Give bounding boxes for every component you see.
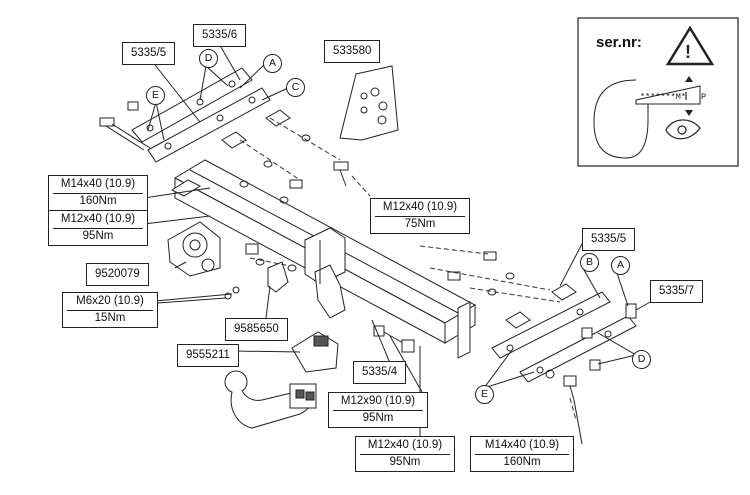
part-label-9520079: 9520079 (86, 263, 149, 286)
bolt-spec: M6x20 (10.9) (76, 295, 144, 307)
bolt-spec: M14x40 (10.9) (484, 439, 560, 451)
svg-text:!: ! (685, 42, 691, 62)
small-bracket (267, 261, 289, 293)
bolt-torque: 95Nm (333, 410, 423, 425)
bolt-spec: M12x90 (10.9) (340, 395, 416, 407)
part-label-9555211: 9555211 (177, 344, 239, 367)
part-label-5335-5-top: 5335/5 (122, 42, 176, 65)
bolt-torque: 95Nm (360, 454, 450, 469)
callout-d-right: D (632, 350, 651, 369)
callout-a-top: A (263, 54, 282, 73)
bolt-torque: 160Nm (475, 454, 569, 469)
callout-d-top: D (199, 49, 218, 68)
bolt-torque: 160Nm (53, 193, 143, 208)
serial-code-text: *******M* P (640, 92, 706, 102)
washers (239, 134, 515, 296)
left-spacer-plates (221, 109, 291, 149)
detachable-ball-neck (224, 331, 339, 429)
assembly-lines (239, 117, 577, 421)
callout-c-top: C (286, 78, 305, 97)
serial-code-suffix: P (701, 92, 707, 102)
bolt-label-m12-left: M12x40 (10.9) 95Nm (48, 210, 148, 246)
callout-e-right: E (475, 385, 494, 404)
left-side-plates (131, 67, 271, 163)
bolt-label-m6-left: M6x20 (10.9) 15Nm (62, 292, 158, 328)
part-label-5335-4: 5335/4 (353, 361, 407, 384)
serial-number-title: ser.nr: (596, 34, 642, 51)
warning-sticker (339, 65, 399, 141)
bolt-label-m14-left: M14x40 (10.9) 160Nm (48, 175, 148, 211)
bolt-label-m14-right: M14x40 (10.9) 160Nm (470, 436, 574, 472)
bolt-label-m12-center: M12x40 (10.9) 75Nm (370, 198, 470, 234)
bolt-label-m12x90: M12x90 (10.9) 95Nm (328, 392, 428, 428)
bolt-spec: M12x40 (10.9) (367, 439, 443, 451)
part-label-5335-7: 5335/7 (650, 280, 704, 303)
bolts (99, 101, 637, 401)
socket-bracket (167, 221, 221, 277)
serial-code: *******M* (640, 92, 686, 102)
bolt-spec: M12x40 (10.9) (382, 201, 458, 213)
callout-a-right: A (611, 256, 630, 275)
bolt-torque: 95Nm (53, 228, 143, 243)
callout-b-right: B (580, 253, 599, 272)
part-label-533580: 533580 (324, 40, 381, 63)
bolt-label-m12-bottom: M12x40 (10.9) 95Nm (355, 436, 455, 472)
warning-triangle-icon (665, 25, 715, 66)
bolt-spec: M14x40 (10.9) (60, 178, 136, 190)
right-side-plates (491, 283, 637, 383)
bolt-torque: 75Nm (375, 216, 465, 231)
serial-number-box (577, 17, 739, 167)
bolt-spec: M12x40 (10.9) (60, 213, 136, 225)
part-label-5335-6: 5335/6 (193, 24, 247, 47)
part-label-9585650: 9585650 (225, 318, 288, 341)
center-brackets (304, 227, 346, 319)
bolt-torque: 15Nm (67, 310, 153, 325)
callout-e-left: E (146, 86, 165, 105)
part-label-5335-5-right: 5335/5 (582, 228, 636, 251)
